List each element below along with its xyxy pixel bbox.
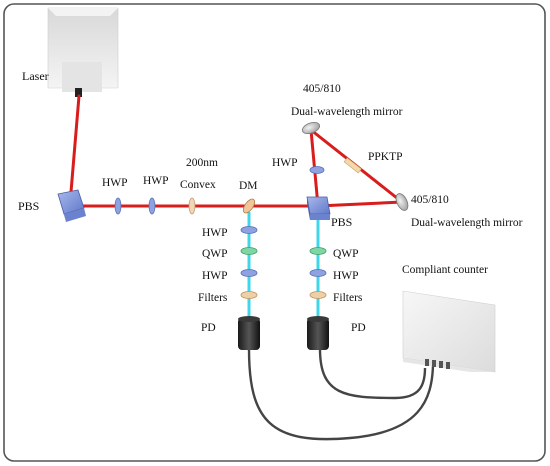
right-photodetector <box>307 316 329 350</box>
hwp-plate-1 <box>114 197 122 215</box>
mirror-right-name: Dual-wavelength mirror <box>411 217 523 229</box>
left-hwp-a-label: HWP <box>202 227 228 239</box>
right-filter <box>309 291 327 299</box>
mirror-top-wavelength: 405/810 <box>303 83 341 95</box>
ppktp-crystal <box>343 157 362 174</box>
lens-size-label: 200nm <box>186 157 218 169</box>
left-pd-label: PD <box>201 322 216 334</box>
hwp-plate-2 <box>148 197 156 215</box>
pbs-right-label: PBS <box>331 215 352 229</box>
hwp-loop-plate <box>309 166 325 174</box>
right-pd-label: PD <box>351 322 366 334</box>
right-qwp-label: QWP <box>333 248 359 260</box>
cable-left-pd <box>247 348 435 441</box>
dm-label: DM <box>239 180 258 192</box>
hwp-loop-label: HWP <box>272 157 298 169</box>
mirror-right <box>395 193 409 211</box>
laser-source <box>47 7 119 97</box>
hwp-2-label: HWP <box>143 175 169 187</box>
counter-device <box>402 290 496 373</box>
counter-label: Compliant counter <box>402 264 488 276</box>
right-filters-label: Filters <box>333 292 363 304</box>
mirror-top-name: Dual-wavelength mirror <box>291 106 403 118</box>
mirror-top <box>301 121 321 135</box>
left-hwp-a-plate <box>240 226 258 234</box>
left-filters-label: Filters <box>198 292 228 304</box>
dichroic-mirror <box>242 198 256 214</box>
pbs-left-cube <box>57 189 86 222</box>
right-qwp-plate <box>309 247 327 255</box>
right-hwp-label: HWP <box>333 270 359 282</box>
laser-label: Laser <box>22 69 49 83</box>
ppktp-label: PPKTP <box>368 151 403 163</box>
left-photodetector <box>238 316 260 350</box>
lens-type-label: Convex <box>180 179 216 191</box>
right-hwp-plate <box>309 269 327 277</box>
pbs-left-label: PBS <box>18 199 39 213</box>
pbs-right-cube <box>306 196 331 220</box>
left-qwp-label: QWP <box>202 248 228 260</box>
hwp-1-label: HWP <box>102 177 128 189</box>
left-hwp-b-plate <box>240 269 258 277</box>
left-filter <box>240 291 258 299</box>
left-qwp-plate <box>240 247 258 255</box>
cable-right-pd <box>318 348 427 400</box>
left-hwp-b-label: HWP <box>202 270 228 282</box>
convex-lens <box>188 197 196 215</box>
mirror-right-wavelength: 405/810 <box>411 194 449 206</box>
